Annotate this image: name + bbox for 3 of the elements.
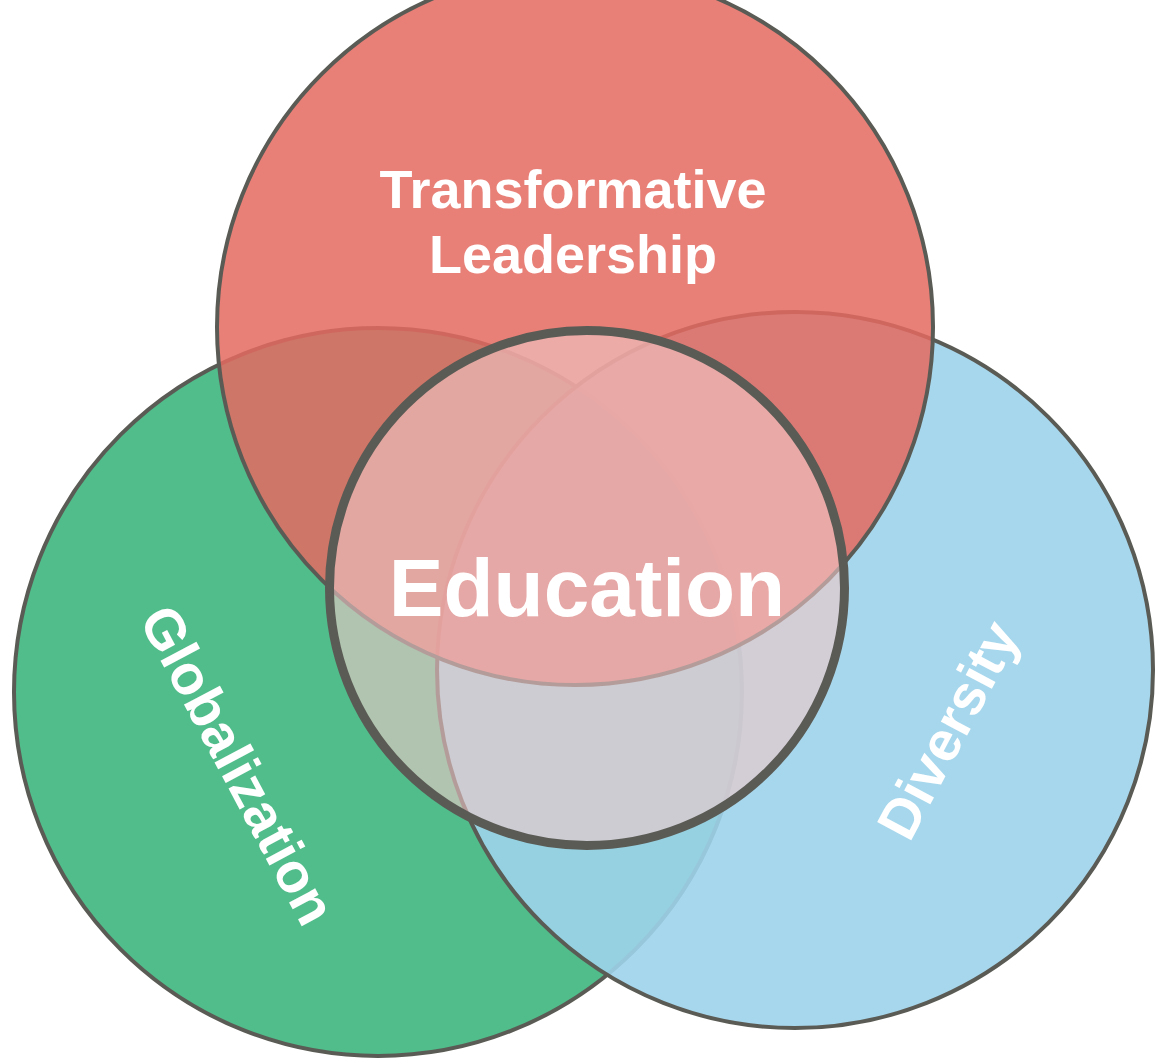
circle-label: Transformative Leadership: [378, 158, 768, 286]
circle-label: Education: [388, 540, 786, 635]
venn-circle: [325, 326, 849, 850]
